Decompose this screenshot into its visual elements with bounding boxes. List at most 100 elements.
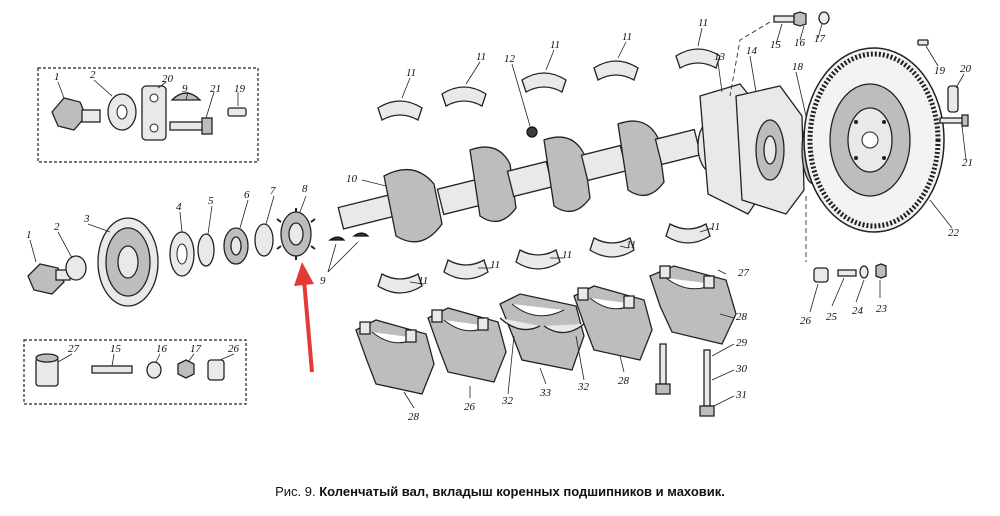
callout-12: 12: [504, 53, 516, 65]
callout-17: 17: [814, 33, 826, 45]
callout-13: 13: [714, 51, 726, 63]
inset-lock-washer: [146, 361, 162, 379]
front-washer: [65, 255, 87, 281]
callout-7: 7: [270, 185, 276, 197]
callout-32-a: 32: [501, 395, 514, 407]
lower-shell-2: [443, 259, 489, 280]
crankshaft-gear: [276, 208, 316, 260]
callout-26-b: 26: [464, 401, 476, 413]
bearing-cap-3-thrust: [499, 293, 585, 371]
flywheel-lock-plate: [947, 85, 959, 113]
callout-11-d: 11: [622, 31, 632, 43]
inset-frame: [37, 67, 259, 163]
callout-11-b: 11: [476, 51, 486, 63]
callout-11-j: 11: [710, 221, 720, 233]
callout-33: 33: [539, 387, 552, 399]
lower-shell-4: [589, 237, 635, 258]
lower-shell-5: [665, 223, 711, 244]
inset-sleeve: [207, 359, 225, 381]
lower-bearing-shells: [377, 223, 711, 294]
callout-11-f: 11: [418, 275, 428, 287]
inset-nut: [51, 97, 101, 131]
callout-2: 2: [54, 221, 60, 233]
callout-29: 29: [736, 337, 748, 349]
callout-19: 19: [934, 65, 946, 77]
crankshaft-plug: [526, 126, 538, 138]
callout-30: 30: [735, 363, 748, 375]
callout-1: 1: [26, 229, 32, 241]
callout-10: 10: [346, 173, 358, 185]
callout-1-inset: 1: [54, 71, 60, 83]
callout-22: 22: [948, 227, 960, 239]
callout-28-b: 28: [736, 311, 748, 323]
inset-stud: [91, 365, 133, 374]
callout-16: 16: [794, 37, 806, 49]
callout-27: 27: [738, 267, 750, 279]
callout-31: 31: [735, 389, 747, 401]
callout-6: 6: [244, 189, 250, 201]
callout-25: 25: [826, 311, 838, 323]
callout-11-g: 11: [490, 259, 500, 271]
callout-11-e: 11: [698, 17, 708, 29]
crankshaft-pulley: [97, 217, 159, 307]
upper-bearing-shells: [377, 48, 721, 121]
inset-lock-plate: [141, 85, 167, 141]
flywheel: [803, 47, 945, 233]
thrust-washer-left: [499, 317, 541, 331]
callout-2-inset: 2: [90, 69, 96, 81]
top-bolt: [773, 11, 830, 27]
figure-caption: Рис. 9. Коленчатый вал, вкладыш коренных…: [0, 484, 1000, 499]
callout-24: 24: [852, 305, 864, 317]
bearing-cap-1: [355, 319, 435, 395]
upper-shell-2: [441, 86, 487, 107]
callout-20: 20: [960, 63, 972, 75]
callout-16-inset: 16: [156, 343, 168, 355]
callout-32-b: 32: [577, 381, 590, 393]
callout-3: 3: [83, 213, 90, 225]
callout-28-a: 28: [408, 411, 420, 423]
inset-top-left: 1 2 20 9 21 19: [37, 67, 259, 163]
upper-shell-4: [593, 60, 639, 81]
upper-shell-1: [377, 100, 423, 121]
red-arrow: [294, 262, 314, 373]
lower-shell-1: [377, 273, 423, 294]
inset-pin: [227, 107, 247, 117]
callout-11-a: 11: [406, 67, 416, 79]
callout-14: 14: [746, 45, 758, 57]
callout-28-c: 28: [618, 375, 630, 387]
bearing-cap-bolts: [655, 343, 715, 417]
callout-21-inset: 21: [210, 83, 221, 95]
callout-4: 4: [176, 201, 182, 213]
callout-19-inset: 19: [234, 83, 246, 95]
flywheel-pin: [917, 39, 929, 46]
callout-27-inset: 27: [68, 343, 80, 355]
callout-9-inset: 9: [182, 83, 188, 95]
callout-8: 8: [302, 183, 308, 195]
crankshaft: [337, 119, 727, 243]
inset-bottom-left: 27 15 16 17 26: [23, 339, 247, 405]
inset-frame-bottom: [23, 339, 247, 405]
front-seal: [197, 233, 215, 267]
main-bearing-caps: [355, 265, 737, 395]
inset-bolt: [169, 117, 213, 135]
callout-15-inset: 15: [110, 343, 122, 355]
callout-23: 23: [876, 303, 888, 315]
bearing-cap-2: [427, 307, 507, 383]
inset-bushing: [35, 353, 59, 387]
rear-seal-housing: [735, 85, 805, 215]
flywheel-bolt-set: [813, 263, 887, 283]
bearing-cap-4: [573, 285, 653, 361]
upper-shell-3: [521, 72, 567, 93]
callout-11-h: 11: [562, 249, 572, 261]
callout-11-i: 11: [626, 239, 636, 251]
callout-5: 5: [208, 195, 214, 207]
caption-title: Коленчатый вал, вкладыш коренных подшипн…: [319, 484, 725, 499]
callout-11-c: 11: [550, 39, 560, 51]
woodruff-keys: [328, 232, 370, 241]
callout-15: 15: [770, 39, 782, 51]
thrust-washer-right: [543, 323, 585, 334]
front-gear-bushing: [223, 227, 249, 265]
callout-18: 18: [792, 61, 804, 73]
inset-hex-nut: [177, 359, 195, 379]
